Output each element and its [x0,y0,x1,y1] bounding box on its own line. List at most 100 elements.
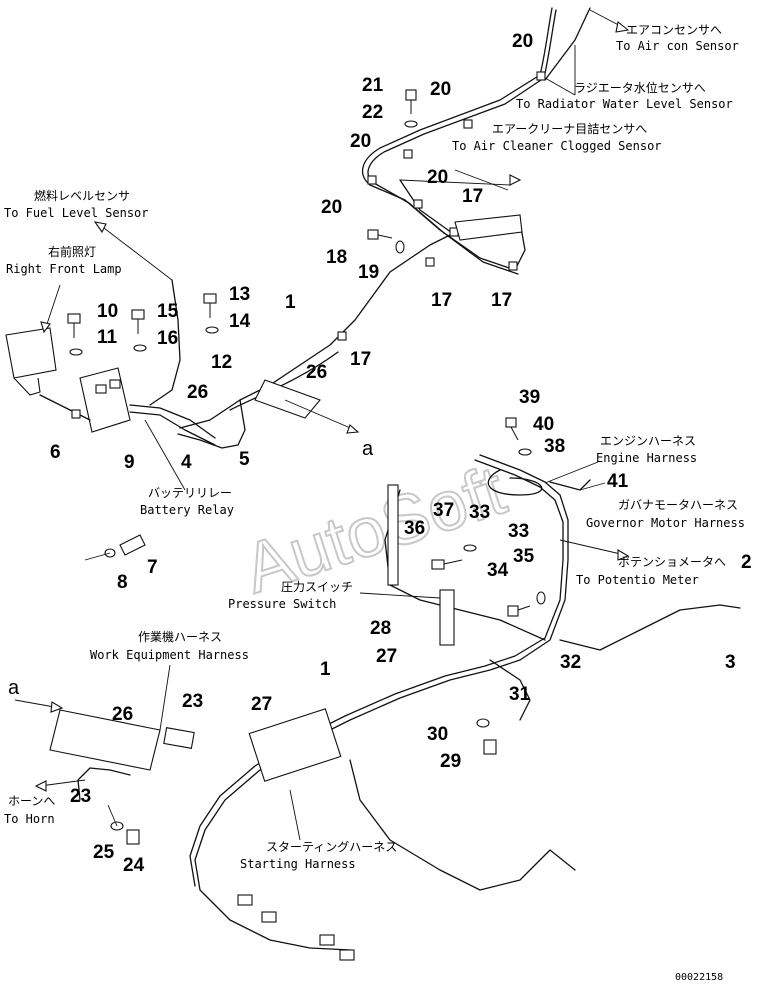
callout-number: 33 [508,521,529,542]
callout-30: 30 [427,724,448,745]
clip-17c [508,261,518,271]
callout-39: 39 [519,387,540,408]
callout-number: 1 [320,659,331,680]
label-fuel-en: To Fuel Level Sensor [4,206,149,220]
callout-35: 35 [513,546,535,567]
callout-26: 26 [187,382,208,403]
callout-20: 20 [512,31,533,52]
callout-11: 11 [97,327,118,348]
protective-sheet-26 [254,379,321,419]
label-starting-en: Starting Harness [240,857,356,871]
ref-a-lower: a [8,677,20,699]
callout-19: 19 [358,262,379,283]
callout-3: 3 [725,652,736,673]
label-lamp-en: Right Front Lamp [6,262,122,276]
clip-17b [425,257,435,267]
callout-15: 15 [157,301,179,322]
label-potentio-jp: ポテンショメータへ [618,555,726,569]
callout-4: 4 [181,452,192,473]
callout-40: 40 [533,414,554,435]
callout-32: 32 [560,652,581,673]
callout-22: 22 [362,102,383,123]
callout-29: 29 [440,751,461,772]
callout-14: 14 [229,311,251,332]
callout-27: 27 [376,646,397,667]
label-fuel-jp: 燃料レベルセンサ [34,188,130,203]
callout-33: 33 [469,502,490,523]
callout-28: 28 [370,618,391,639]
connector-bank [387,484,399,586]
ref-a-upper: a [362,438,374,460]
callout-1: 1 [285,292,296,313]
clip-20c [403,149,413,159]
callout-7: 7 [147,557,158,578]
callout-number: 17 [350,349,371,370]
protective-sheet-a-lower [49,709,161,771]
clip-20e [413,199,423,209]
battery-relay-assembly [5,293,219,558]
leader-lines [14,9,630,841]
label-battery-en: Battery Relay [140,503,234,517]
callout-number: 20 [350,131,371,152]
callout-25: 25 [93,842,115,863]
label-lamp-jp: 右前照灯 [48,244,96,259]
callout-number: 26 [306,362,327,383]
callout-number: 17 [431,290,452,311]
label-battery-jp: バッテリリレー [148,486,232,500]
callout-38: 38 [544,436,565,457]
right-front-lamp [5,327,57,379]
protective-sheet-upper [454,214,523,241]
clip-20a [536,71,546,81]
label-air-con-jp: エアコンセンサへ [626,23,722,37]
callout-37: 37 [433,500,454,521]
drawing-code: 00022158 [675,972,723,983]
horn-wire [77,767,131,801]
label-starting-jp: スターティングハーネス [266,840,397,854]
pressure-switch-bracket [439,589,455,646]
upper-harness [149,7,591,449]
text-labels: エアコンセンサへ To Air con Sensor ラジエータ水位センサへ T… [4,23,745,983]
callout-17: 17 [462,186,483,207]
clip-17d [337,331,347,341]
callout-34: 34 [487,560,509,581]
callout-number: 26 [112,704,133,725]
label-potentio-en: To Potentio Meter [576,573,699,587]
callout-number: 20 [321,197,342,218]
label-governor-en: Governor Motor Harness [586,516,745,530]
callout-10: 10 [97,301,118,322]
callout-18: 18 [326,247,347,268]
label-engine-jp: エンジンハーネス [600,434,696,448]
label-air-cleaner-jp: エアークリーナ目詰センサへ [492,121,647,136]
protective-sheet-27 [248,708,342,782]
label-engine-en: Engine Harness [596,451,697,465]
callout-number: 17 [491,290,512,311]
clip-20d [367,175,377,185]
label-work-en: Work Equipment Harness [90,648,249,662]
callout-8: 8 [117,572,128,593]
label-radiator-jp: ラジエータ水位センサへ [574,80,706,95]
callout-number: 20 [427,167,448,188]
callout-24: 24 [123,855,145,876]
callout-16: 16 [157,328,178,349]
label-air-cleaner-en: To Air Cleaner Clogged Sensor [452,139,662,153]
label-air-con-en: To Air con Sensor [616,39,739,53]
callout-6: 6 [50,442,61,463]
callout-5: 5 [239,449,250,470]
callout-9: 9 [124,452,135,473]
callout-2: 2 [741,552,752,573]
label-pressure-en: Pressure Switch [228,597,336,611]
battery-relay [79,367,131,433]
label-work-jp: 作業機ハーネス [138,629,222,644]
engine-harness-section [49,417,741,961]
callout-12: 12 [211,352,232,373]
label-pressure-jp: 圧力スイッチ [281,580,353,594]
callout-31: 31 [509,684,531,705]
callout-number: 20 [430,79,451,100]
watermark-text: AutoSoft [235,451,514,608]
clip-20b [463,119,473,129]
callout-number: 23 [70,786,91,807]
callout-36: 36 [404,518,425,539]
callout-21: 21 [362,75,384,96]
